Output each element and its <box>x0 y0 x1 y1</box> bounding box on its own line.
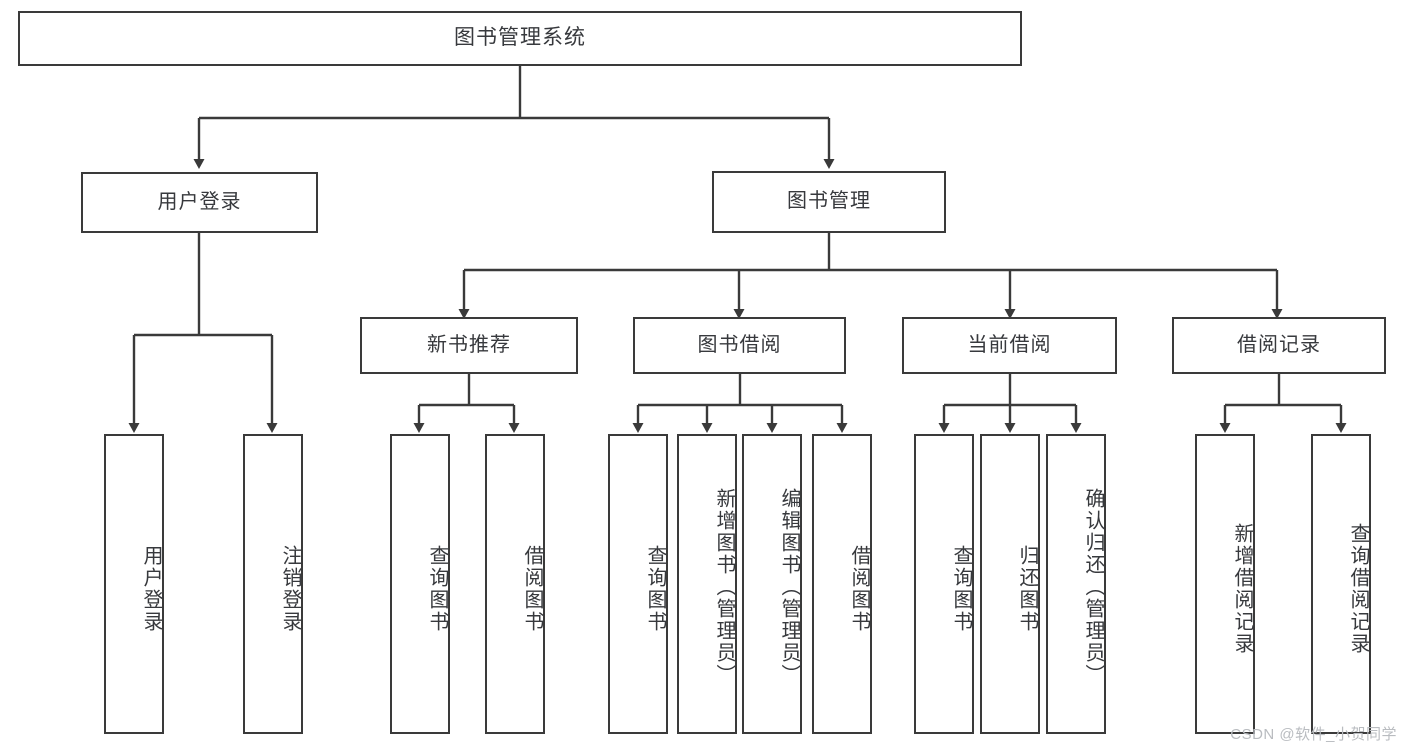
leaf-borrow-edit-book-admin[interactable]: 编辑图书（管理员） <box>742 434 802 734</box>
csdn-watermark: CSDN @软件_小贺同学 <box>1230 726 1397 743</box>
node-borrow-record[interactable]: 借阅记录 <box>1172 317 1386 374</box>
leaf-user-login-logout[interactable]: 注销登录 <box>243 434 303 734</box>
leaf-record-add-record[interactable]: 新增借阅记录 <box>1195 434 1255 734</box>
leaf-borrow-query-book[interactable]: 查询图书 <box>608 434 668 734</box>
leaf-current-return-book[interactable]: 归还图书 <box>980 434 1040 734</box>
leaf-borrow-borrow-book[interactable]: 借阅图书 <box>812 434 872 734</box>
leaf-new-book-borrow[interactable]: 借阅图书 <box>485 434 545 734</box>
node-book-borrow[interactable]: 图书借阅 <box>633 317 846 374</box>
leaf-new-book-query[interactable]: 查询图书 <box>390 434 450 734</box>
node-book-management[interactable]: 图书管理 <box>712 171 946 233</box>
leaf-current-query-book[interactable]: 查询图书 <box>914 434 974 734</box>
leaf-current-confirm-return-admin[interactable]: 确认归还（管理员） <box>1046 434 1106 734</box>
node-root-system[interactable]: 图书管理系统 <box>18 11 1022 66</box>
leaf-borrow-add-book-admin[interactable]: 新增图书（管理员） <box>677 434 737 734</box>
leaf-user-login-login[interactable]: 用户登录 <box>104 434 164 734</box>
node-new-book-recommend[interactable]: 新书推荐 <box>360 317 578 374</box>
node-user-login[interactable]: 用户登录 <box>81 172 318 233</box>
node-current-borrow[interactable]: 当前借阅 <box>902 317 1117 374</box>
leaf-record-query-record[interactable]: 查询借阅记录 <box>1311 434 1371 734</box>
